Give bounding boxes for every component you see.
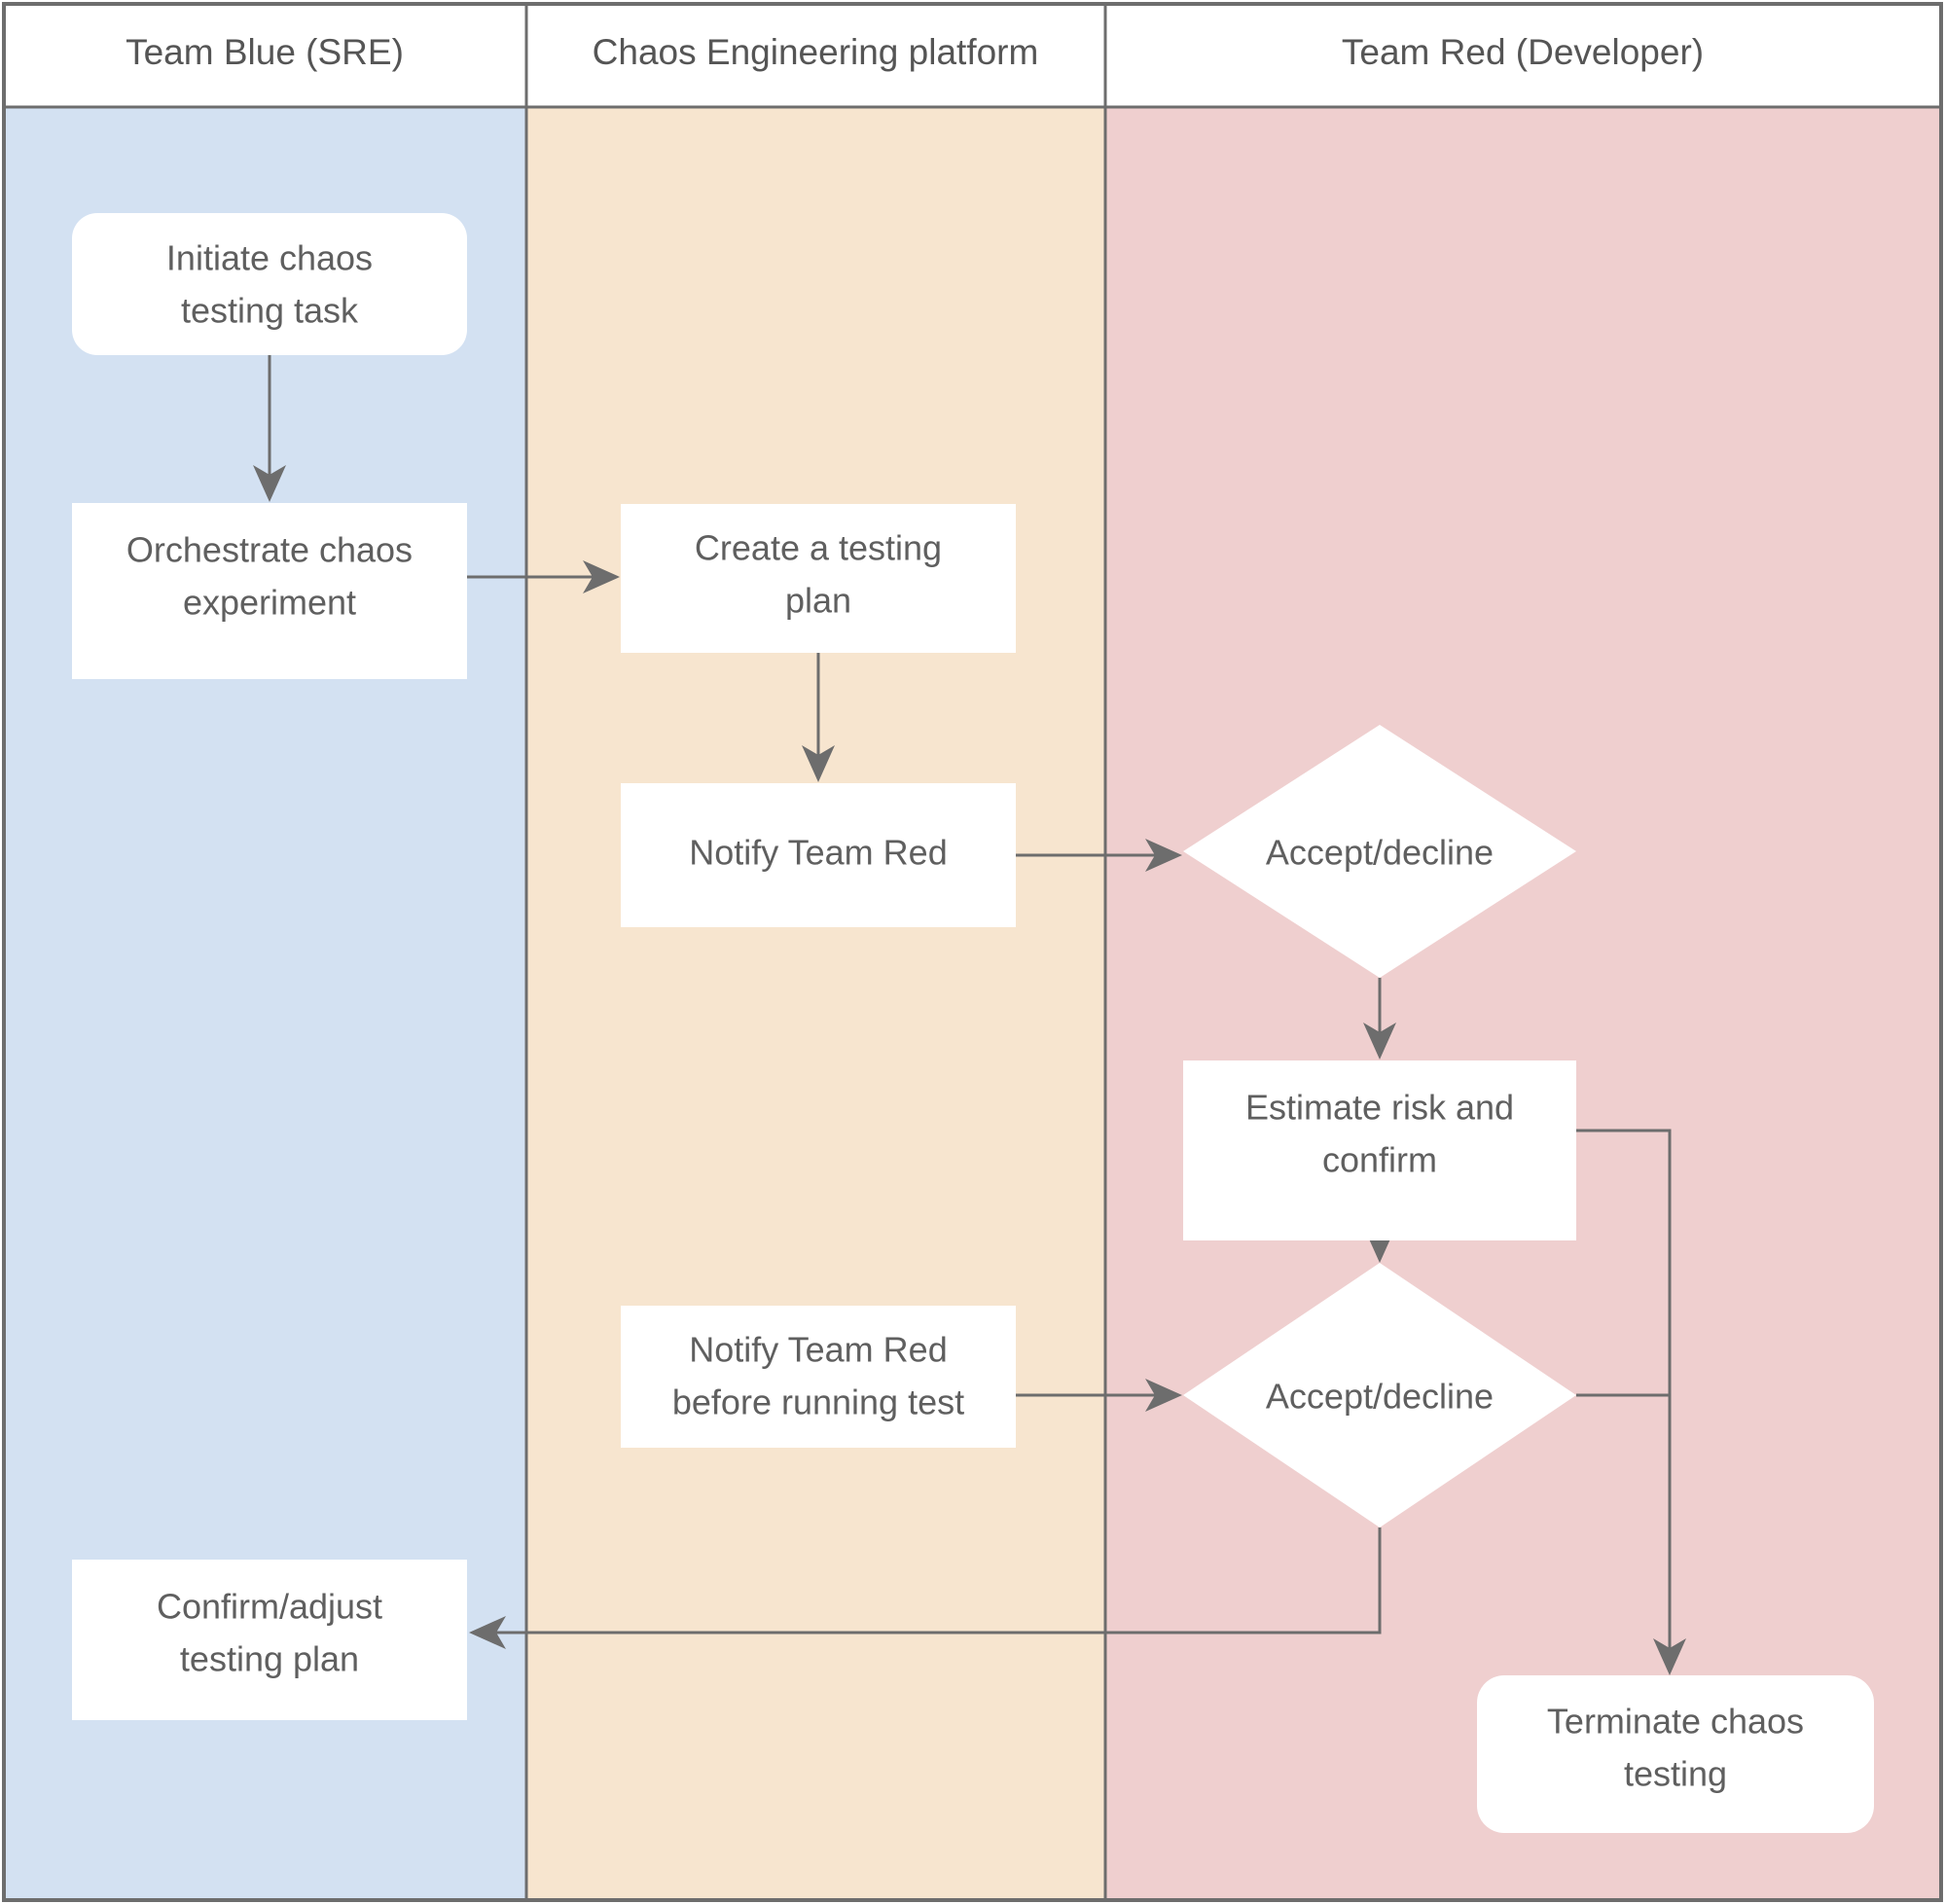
node-initiate-chaos-testing-task[interactable]: Initiate chaos testing task (72, 213, 467, 355)
node-shape-rect (72, 503, 467, 679)
node-label-line-2: confirm (1322, 1140, 1437, 1180)
node-shape-rounded-rect (1477, 1675, 1874, 1833)
edge-orchestrate-to-create-plan (467, 560, 620, 593)
nodes: Initiate chaos testing task Orchestrate … (72, 213, 1874, 1833)
node-label-line-2: plan (785, 581, 851, 621)
node-label-line-1: Accept/decline (1266, 833, 1494, 873)
node-label-line-2: testing (1624, 1754, 1727, 1794)
node-accept-decline-1[interactable]: Accept/decline (1183, 725, 1576, 978)
node-create-a-testing-plan[interactable]: Create a testing plan (621, 504, 1016, 653)
node-confirm-adjust-testing-plan[interactable]: Confirm/adjust testing plan (72, 1560, 467, 1720)
node-label-line-1: Initiate chaos (166, 238, 373, 278)
node-estimate-risk-and-confirm[interactable]: Estimate risk and confirm (1183, 1060, 1576, 1240)
edge-estimate-risk-to-terminate (1576, 1129, 1686, 1675)
node-label-line-1: Notify Team Red (689, 833, 947, 873)
node-label-line-2: experiment (183, 583, 356, 623)
edges (253, 355, 1686, 1675)
node-shape-rect (1183, 1060, 1576, 1240)
lane-header-labels: Team Blue (SRE) Chaos Engineering platfo… (126, 32, 1704, 72)
node-label-line-2: testing task (181, 291, 359, 331)
node-label-line-1: Confirm/adjust (157, 1587, 382, 1627)
node-shape-rect (621, 783, 1016, 927)
node-shape-rect (621, 504, 1016, 653)
lane-dividers (524, 4, 1107, 1900)
node-label-line-2: testing plan (180, 1639, 359, 1679)
node-orchestrate-chaos-experiment[interactable]: Orchestrate chaos experiment (72, 503, 467, 679)
node-notify-team-red-before-running-test[interactable]: Notify Team Red before running test (621, 1306, 1016, 1448)
lane-backgrounds (4, 107, 1941, 1900)
node-notify-team-red[interactable]: Notify Team Red (621, 783, 1016, 927)
node-shape-rect (621, 1306, 1016, 1448)
node-label-line-1: Estimate risk and (1245, 1088, 1514, 1128)
edge-notify-before-test-to-accept-decline-2 (1016, 1379, 1182, 1412)
edge-create-plan-to-notify (802, 653, 835, 782)
node-accept-decline-2[interactable]: Accept/decline (1183, 1263, 1576, 1527)
node-shape-rounded-rect (72, 213, 467, 355)
edge-initiate-to-orchestrate (253, 355, 286, 502)
node-label-line-2: before running test (672, 1383, 964, 1422)
node-shape-diamond (1183, 1263, 1576, 1527)
node-label-line-1: Create a testing (695, 528, 942, 568)
edge-notify-to-accept-decline-1 (1016, 839, 1182, 872)
node-label-line-1: Accept/decline (1266, 1377, 1494, 1417)
node-label-line-1: Notify Team Red (689, 1330, 947, 1370)
lane-header-band (4, 4, 1941, 109)
edge-accept-decline-2-to-confirm-adjust (469, 1527, 1382, 1649)
node-shape-rect (72, 1560, 467, 1720)
node-label-line-1: Orchestrate chaos (126, 530, 413, 570)
lane-background-orange (526, 107, 1105, 1900)
node-shape-diamond (1183, 725, 1576, 978)
lane-header-label-orange: Chaos Engineering platform (593, 32, 1039, 72)
lane-header-label-red: Team Red (Developer) (1342, 32, 1704, 72)
lane-background-red (1105, 107, 1941, 1900)
lane-header-label-blue: Team Blue (SRE) (126, 32, 404, 72)
edge-accept-decline-1-to-estimate-risk (1363, 978, 1396, 1060)
lane-header-background (4, 4, 1941, 107)
node-label-line-1: Terminate chaos (1547, 1702, 1804, 1742)
node-terminate-chaos-testing[interactable]: Terminate chaos testing (1477, 1675, 1874, 1833)
